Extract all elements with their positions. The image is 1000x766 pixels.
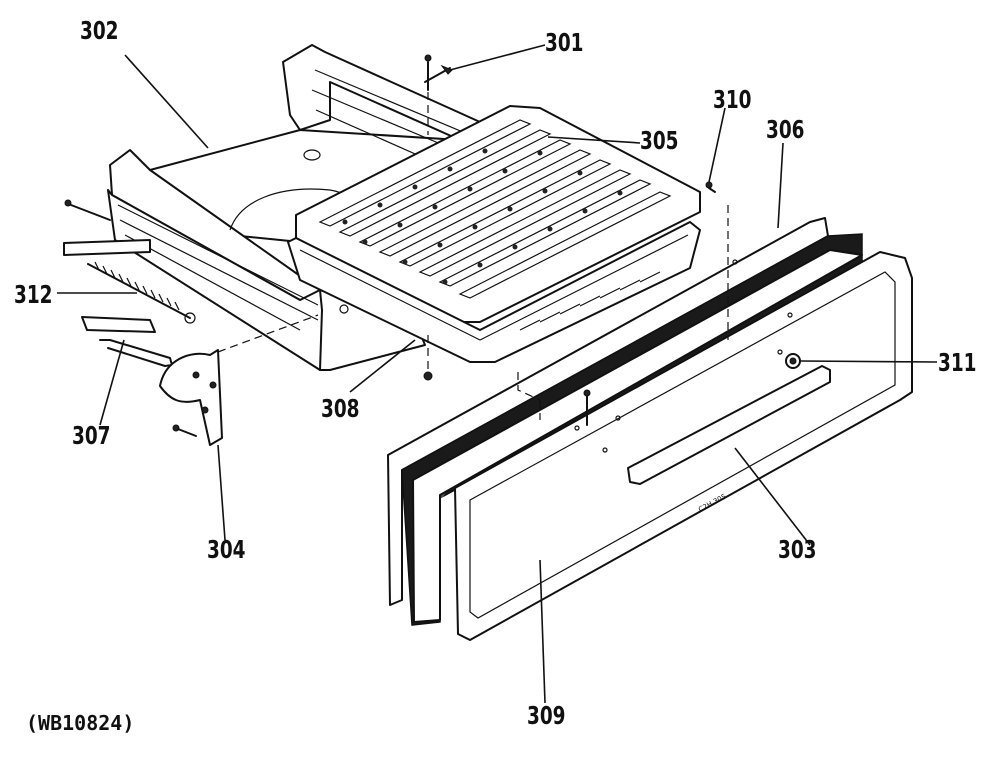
- callout-301: 301: [545, 28, 584, 57]
- callout-312: 312: [14, 280, 53, 309]
- callout-306: 306: [766, 115, 805, 144]
- model-code: (WB10824): [26, 711, 135, 735]
- broiler-grid: [295, 105, 701, 323]
- leader-lines: [57, 44, 938, 704]
- callout-305: 305: [640, 126, 679, 155]
- callout-311: 311: [938, 348, 977, 377]
- drawer-front-assembly: C2H 305: [387, 205, 913, 641]
- screw-301: [424, 54, 453, 135]
- callout-303: 303: [778, 535, 817, 564]
- callout-307: 307: [72, 421, 111, 450]
- callout-310: 310: [713, 85, 752, 114]
- broiler-pan: [287, 221, 701, 363]
- callout-302: 302: [80, 16, 119, 45]
- callout-309: 309: [527, 701, 566, 730]
- spring-312: [63, 199, 196, 324]
- clip-307: [81, 316, 173, 367]
- screw-310: [705, 181, 716, 193]
- hinge-304: [159, 314, 319, 446]
- callout-304: 304: [207, 535, 246, 564]
- nut-icon: [423, 371, 433, 381]
- callout-308: 308: [321, 394, 360, 423]
